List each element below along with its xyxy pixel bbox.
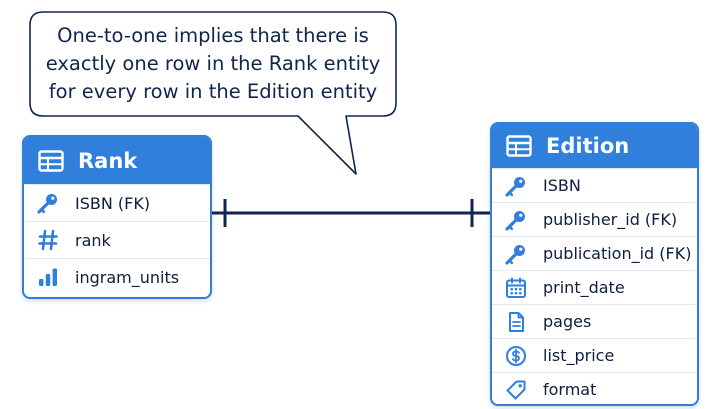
field-label: format [543,380,597,399]
field-label: ISBN [543,176,581,195]
field-label: print_date [543,278,625,297]
key-icon [503,208,529,232]
table-icon [506,135,532,157]
callout-text: One-to-one implies that there is exactly… [30,12,396,116]
edition-field-publication-id: publication_id (FK) [492,236,697,270]
rank-field-isbn: ISBN (FK) [24,184,210,221]
rank-field-rank: rank [24,221,210,258]
hash-icon [35,229,61,251]
rank-entity-title: Rank [78,148,138,173]
edition-field-isbn: ISBN [492,168,697,202]
field-label: list_price [543,346,615,365]
callout-line: exactly one row in the Rank entity [45,52,381,75]
key-icon [503,242,529,266]
field-label: ISBN (FK) [75,193,151,213]
callout-line: One-to-one implies that there is [57,24,369,47]
calendar-icon [503,277,529,299]
callout-line: for every row in the Edition entity [48,80,378,103]
field-label: pages [543,312,592,331]
field-label: rank [75,230,111,250]
dollar-icon [503,345,529,367]
field-label: publication_id (FK) [543,244,692,263]
edition-field-pages: pages [492,304,697,338]
rank-entity-header: Rank [24,137,210,184]
bar-chart-icon [35,266,61,288]
field-label: ingram_units [75,267,180,287]
rank-entity[interactable]: Rank ISBN (FK) rank [22,135,212,299]
tag-icon [503,379,529,401]
edition-field-publisher-id: publisher_id (FK) [492,202,697,236]
edition-entity-header: Edition [492,124,697,168]
edition-entity-title: Edition [546,134,630,158]
edition-field-print-date: print_date [492,270,697,304]
key-icon [503,174,529,198]
document-icon [503,311,529,333]
field-label: publisher_id (FK) [543,210,678,229]
key-icon [35,191,61,215]
table-icon [38,149,64,172]
rank-field-ingram-units: ingram_units [24,258,210,295]
edition-entity[interactable]: Edition ISBN publisher_id (FK) [490,122,699,406]
edition-field-list-price: list_price [492,338,697,372]
edition-field-format: format [492,372,697,404]
